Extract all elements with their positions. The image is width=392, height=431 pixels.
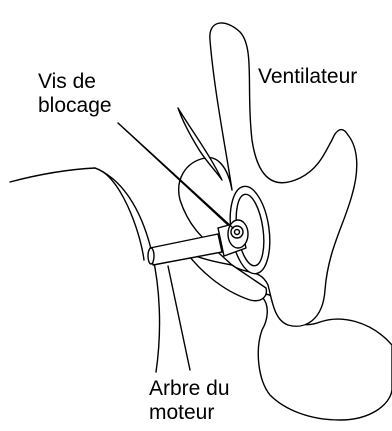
set-screw-hole xyxy=(235,230,240,235)
motor-shaft-label-line1: Arbre du xyxy=(149,377,230,401)
motor-shaft-label-line2: moteur xyxy=(149,401,230,425)
motor-housing xyxy=(10,168,160,372)
motor-shaft-end xyxy=(148,248,154,264)
set-screw-label-line2: blocage xyxy=(38,94,112,118)
set-screw-label-line1: Vis de xyxy=(38,70,112,94)
motor-shaft-label: Arbre du moteur xyxy=(149,377,230,425)
fan-label: Ventilateur xyxy=(258,65,357,89)
set-screw-label: Vis de blocage xyxy=(38,70,112,118)
shaft-leader xyxy=(168,266,190,370)
